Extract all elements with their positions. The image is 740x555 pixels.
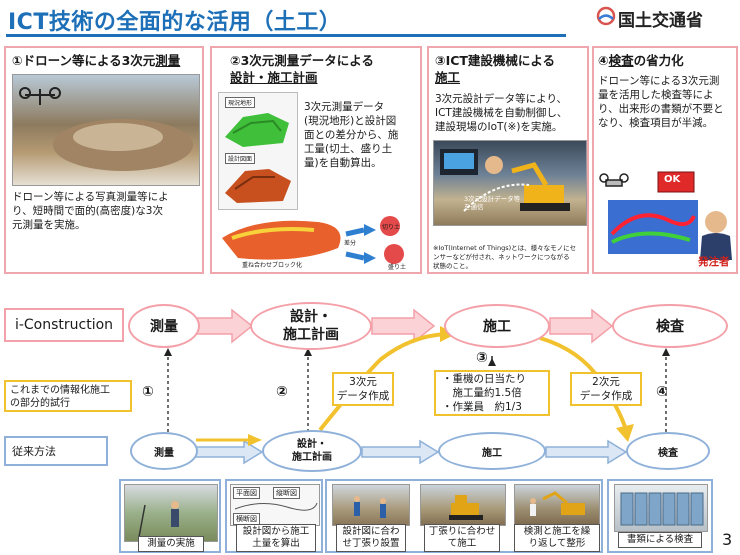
overlay-label: 重ね合わせブロック化: [242, 262, 303, 269]
panel-survey-text: ドローン等による写真測量等により、短時間で面的(高密度)な3次元測量を実施。: [12, 191, 169, 231]
drawing-lines-icon: [234, 502, 318, 511]
marker-3: ③: [476, 350, 488, 366]
step-construction: 施工: [444, 304, 550, 348]
conventional-label: 従来方法: [4, 436, 108, 466]
ict-machine-photo: 3次元設計データ等を通信: [433, 140, 587, 226]
step-design-line2: 施工計画: [283, 327, 339, 343]
conv-step-survey: 測量: [130, 432, 198, 470]
drone-survey-photo: [12, 74, 200, 186]
step-design-line1: 設計・: [290, 309, 332, 325]
documents-photo: [614, 484, 708, 532]
title-underline: [6, 34, 566, 37]
step-inspection: 検査: [612, 304, 728, 348]
stake-photo: [332, 484, 410, 526]
excavator-icon: [440, 149, 570, 212]
i-construction-arrows: [189, 308, 614, 344]
data-3d-box: 3次元データ作成: [332, 372, 394, 406]
partial-trial-label: これまでの情報化施工の部分的試行: [4, 380, 132, 412]
bulldozer-icon: [449, 495, 483, 520]
ok-badge: OK: [664, 174, 681, 185]
inspection-illustration: [599, 171, 732, 260]
conv-step-inspection: 検査: [626, 432, 710, 470]
bottom-photo-frames: [119, 479, 713, 553]
panel-survey: ①ドローン等による3次元測量 ドローン等による写真測量等により、短時間で面的(高…: [4, 46, 204, 274]
ministry-logo-icon: [596, 6, 616, 26]
marker-2: ②: [276, 384, 288, 400]
data-comm-label: 3次元設計データ等を通信: [464, 195, 521, 211]
design-terrain-icon: [225, 169, 291, 203]
surveyor-icon: [138, 501, 179, 538]
construct-photo: [420, 484, 506, 526]
terrain-model-image: 現況地形 設計図面: [218, 92, 298, 210]
binders-icon: [620, 492, 704, 526]
longitudinal-label: 縦断図: [273, 487, 300, 499]
current-terrain-label: 現況地形: [225, 97, 256, 108]
inspect-caption: 書類による検査: [618, 532, 702, 548]
page-title: ICT技術の全面的な活用（土工）: [8, 10, 342, 35]
drone-icon: [19, 87, 193, 171]
repeat-photo: [514, 484, 600, 526]
orderer-label: 発注者: [698, 256, 730, 268]
ministry-name: 国土交通省: [618, 11, 703, 31]
design-drawing-label: 設計図面: [225, 153, 256, 164]
diff-overlay-diagram: [222, 216, 404, 264]
panel-survey-title: ①ドローン等による3次元測量: [12, 53, 181, 68]
panel-inspection-text: ドローン等による3次元測量を活用した検査等により、出来形の書類が不要となり、検査…: [598, 75, 724, 129]
panel-construction-title: ③ICT建設機械による施工: [435, 53, 556, 85]
workers-icon: [354, 496, 386, 518]
repeat-caption: 検測と施工を繰り返して整形: [514, 524, 600, 552]
cut-label: 切り土: [382, 224, 401, 231]
construct-caption: 丁張りに合わせて施工: [424, 524, 500, 552]
fill-label: 盛り土: [388, 264, 407, 271]
excavator-small-icon: [530, 491, 585, 516]
panel-design-title: ②3次元測量データによる設計・施工計画: [230, 53, 374, 85]
conv-step-construction: 施工: [438, 432, 546, 470]
step-design: 設計・施工計画: [250, 302, 372, 350]
survey-caption: 測量の実施: [138, 536, 204, 552]
conv-step-design: 設計・施工計画: [262, 430, 362, 472]
conventional-arrows: [195, 439, 628, 465]
panel-design: ②3次元測量データによる設計・施工計画 現況地形 設計図面 3次元測量データ(現…: [210, 46, 422, 274]
i-construction-label: i-Construction: [4, 308, 124, 342]
conv-step-design-line1: 設計・: [297, 439, 327, 450]
panel-inspection-title: ④検査の省力化: [598, 53, 684, 68]
drawings-photo: 平面図 縦断図 横断図: [230, 484, 320, 526]
diff-label: 差分: [344, 240, 357, 247]
marker-4: ④: [656, 384, 668, 400]
panel-construction-text: 3次元設計データ等により、ICT建設機械を自動制御し、建設現場のIoT(※)を実…: [435, 93, 568, 133]
panel-construction: ③ICT建設機械による施工 3次元設計データ等により、ICT建設機械を自動制御し…: [427, 46, 589, 274]
page-number: 3: [722, 530, 733, 549]
marker-1: ①: [142, 384, 154, 400]
iot-note: ※IoT(Internet of Things)とは、様々なモノにセンサーなどが…: [433, 244, 577, 270]
conv-step-design-line2: 施工計画: [292, 452, 332, 463]
panel-inspection: ④検査の省力化 ドローン等による3次元測量を活用した検査等により、出来形の書類が…: [592, 46, 738, 274]
effects-box: ・重機の日当たり 施工量約1.5倍・作業員 約1/3: [434, 370, 550, 416]
panel-design-text: 3次元測量データ(現況地形)と設計図面との差分から、施工量(切土、盛り土量)を自…: [304, 101, 399, 169]
stake-caption: 設計図に合わせ丁張り設置: [336, 524, 406, 552]
step-survey: 測量: [128, 304, 200, 348]
data-2d-box: 2次元データ作成: [570, 372, 642, 406]
plan-view-label: 平面図: [233, 487, 260, 499]
green-terrain-icon: [225, 113, 289, 147]
survey-photo: [124, 484, 218, 542]
design-caption: 設計図から施工土量を算出: [236, 524, 316, 552]
